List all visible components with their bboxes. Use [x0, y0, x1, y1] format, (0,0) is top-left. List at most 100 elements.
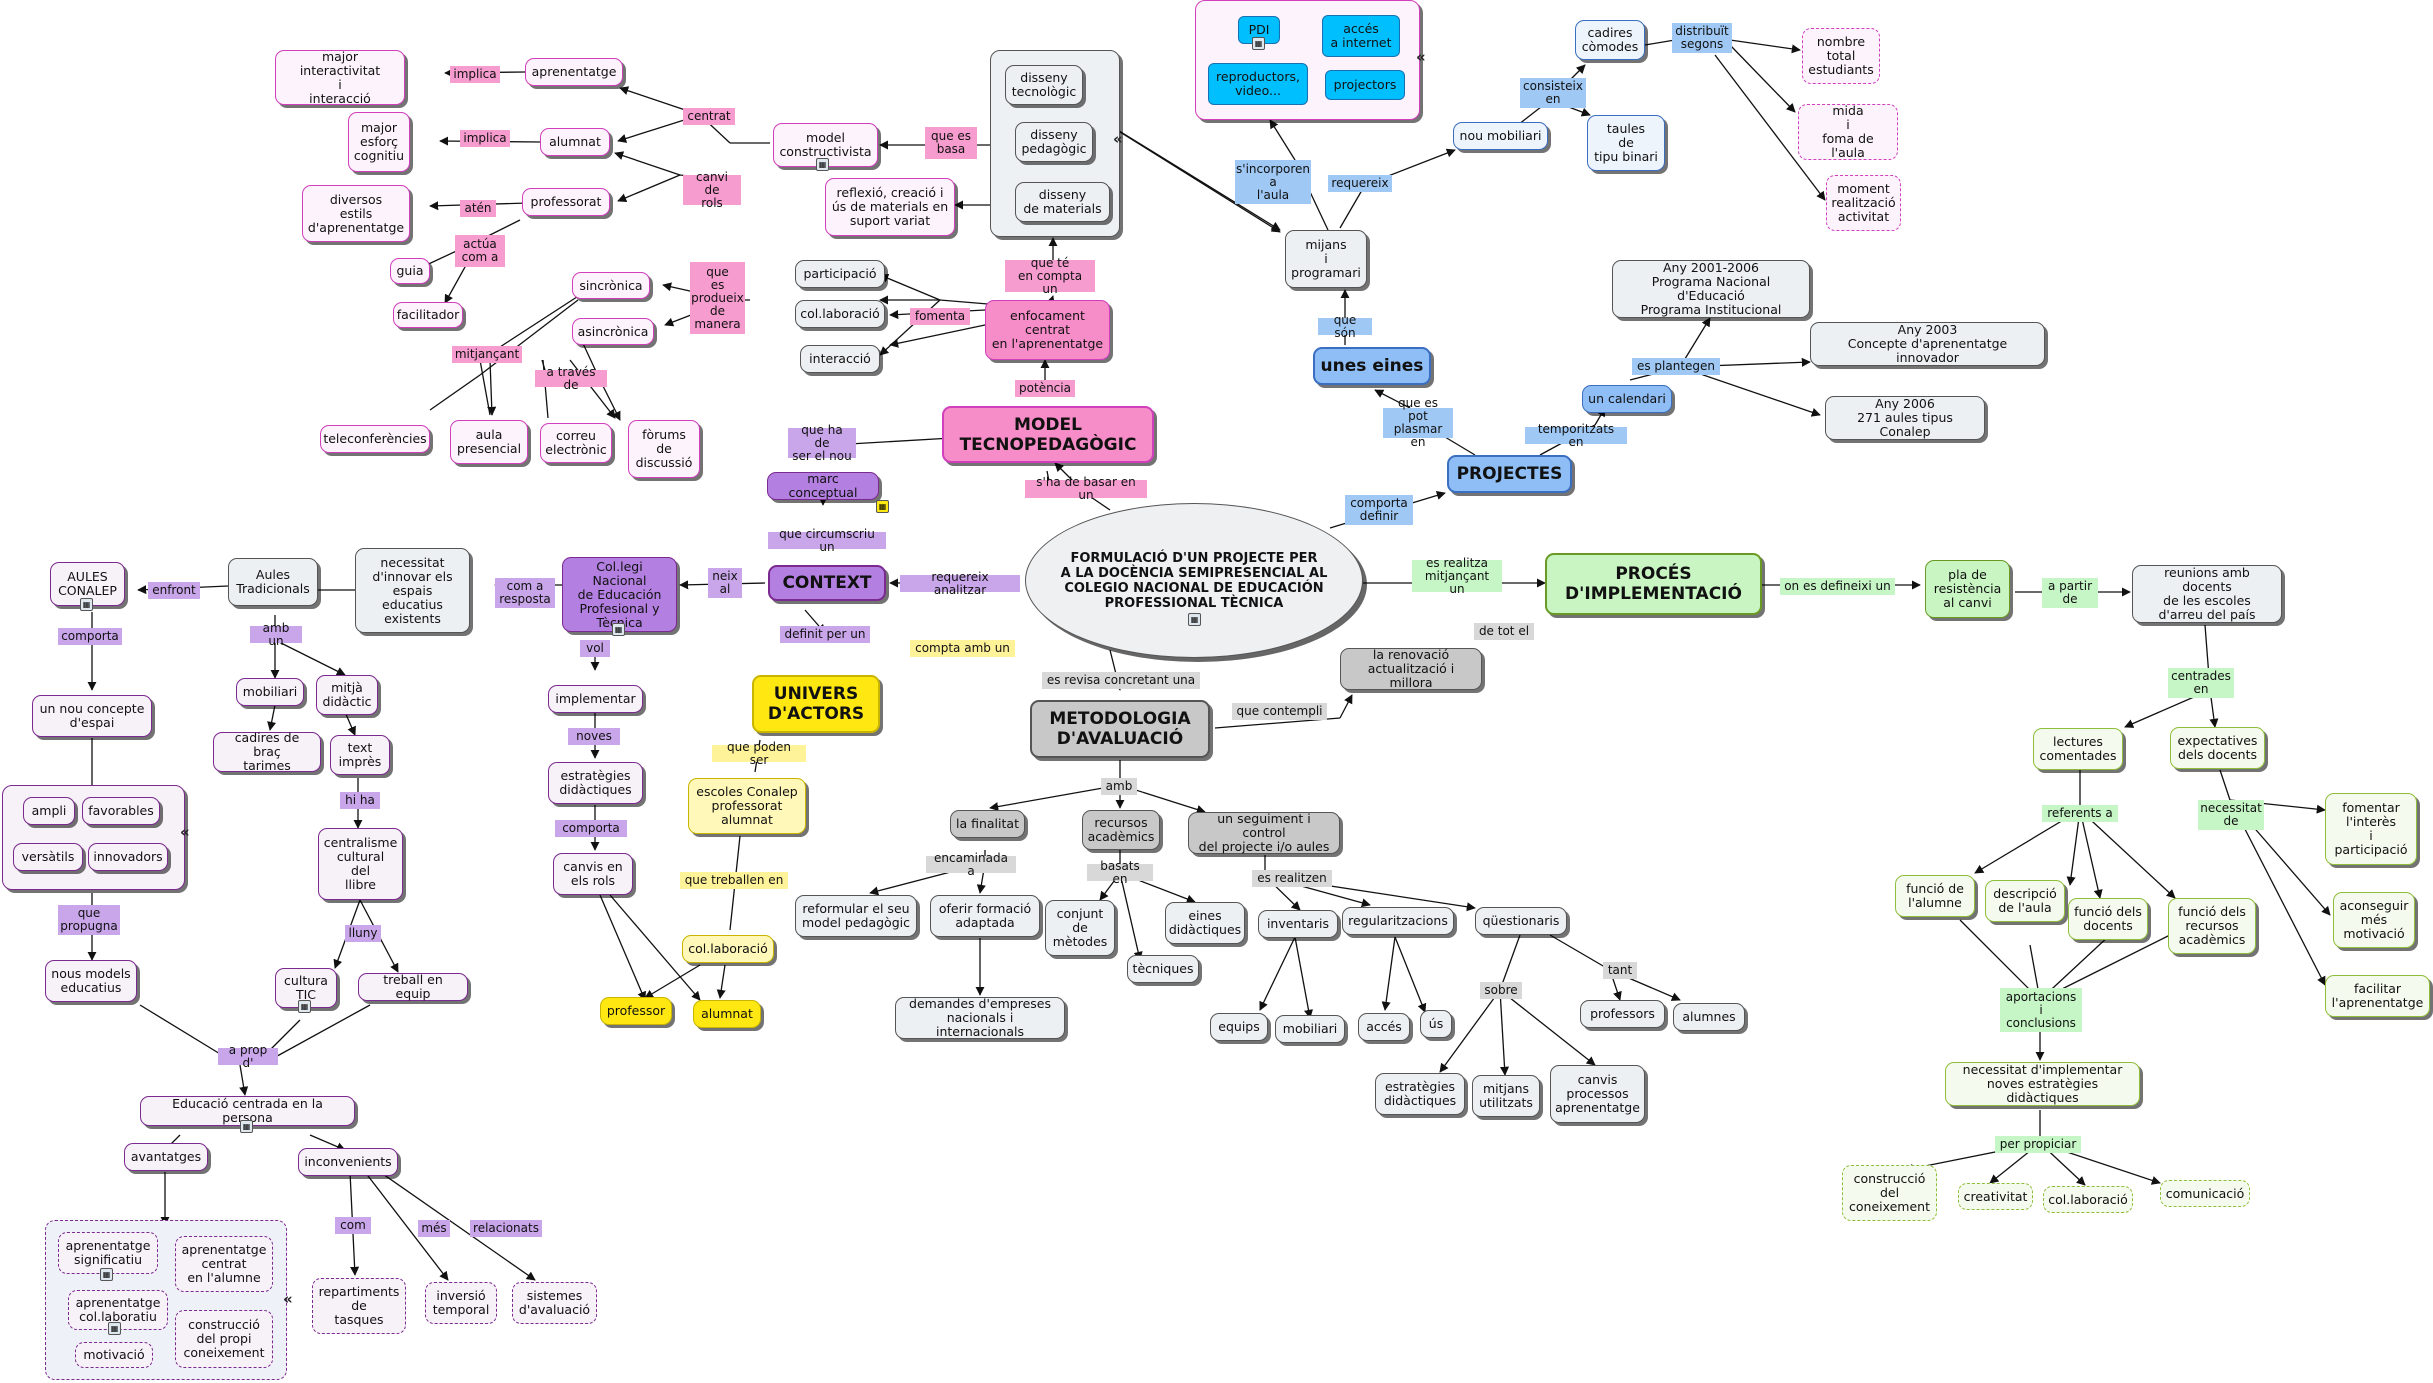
- colaboracio-node[interactable]: col.laboració: [795, 300, 885, 328]
- note-icon[interactable]: ▦: [108, 1322, 121, 1335]
- note-icon[interactable]: ▦: [816, 158, 829, 171]
- alumnat-node[interactable]: alumnat: [540, 128, 610, 156]
- oferir-node[interactable]: oferir formació adaptada: [930, 895, 1040, 937]
- note-icon[interactable]: ▦: [240, 1120, 253, 1133]
- creativitat-node[interactable]: creativitat: [1958, 1183, 2033, 1210]
- any-2006-node[interactable]: Any 2006 271 aules tipus Conalep: [1825, 396, 1985, 440]
- major-interactivitat-node[interactable]: major interactivitat i interacció: [275, 49, 405, 105]
- centralisme-node[interactable]: centralisme cultural del llibre: [318, 828, 403, 900]
- note-icon[interactable]: ▦: [612, 623, 625, 636]
- correu-node[interactable]: correu electrònic: [540, 423, 612, 463]
- professor-node[interactable]: professor: [600, 997, 672, 1025]
- any-2003-node[interactable]: Any 2003 Concepte d'aprenentatge innovad…: [1810, 322, 2045, 366]
- estrategies-avaluacio-node[interactable]: estratègies didàctiques: [1375, 1073, 1465, 1115]
- escoles-node[interactable]: escoles Conalep professorat alumnat: [688, 778, 806, 834]
- enfocament-node[interactable]: enfocament centrat en l'aprenentatge: [985, 300, 1110, 360]
- guia-node[interactable]: guia: [390, 258, 430, 284]
- inconvenients-node[interactable]: inconvenients: [298, 1148, 398, 1176]
- versatils-node[interactable]: versàtils: [13, 843, 83, 871]
- reproductors-node[interactable]: reproductors, video...: [1208, 63, 1308, 105]
- model-constructivista-node[interactable]: model constructivista: [773, 123, 878, 167]
- univers-actors-node[interactable]: UNIVERS D'ACTORS: [752, 675, 880, 733]
- funcio-recursos-node[interactable]: funció dels recursos acadèmics: [2168, 898, 2256, 954]
- repartiments-node[interactable]: repartiments de tasques: [312, 1278, 406, 1334]
- descripcio-aula-node[interactable]: descripció de l'aula: [1985, 880, 2065, 922]
- projectors-node[interactable]: projectors: [1325, 70, 1405, 100]
- note-icon[interactable]: ▦: [1252, 37, 1265, 50]
- collapse-arrows-icon[interactable]: «: [1113, 130, 1123, 148]
- aula-presencial-node[interactable]: aula presencial: [450, 420, 528, 464]
- apr-centrat-node[interactable]: aprenentatge centrat en l'alumne: [175, 1236, 273, 1292]
- note-icon[interactable]: ▦: [100, 1268, 113, 1281]
- acces-internet-node[interactable]: accés a internet: [1322, 15, 1400, 57]
- tecniques-node[interactable]: tècniques: [1127, 955, 1199, 983]
- canvis-processos-node[interactable]: canvis processos aprenentatge: [1550, 1065, 1645, 1123]
- canvis-rols-node[interactable]: canvis en els rols: [553, 853, 633, 895]
- facilitar-node[interactable]: facilitar l'aprenentatge: [2325, 975, 2430, 1017]
- funcio-alumne-node[interactable]: funció de l'alumne: [1895, 875, 1975, 917]
- implementar-node[interactable]: implementar: [548, 685, 643, 713]
- sistemes-node[interactable]: sistemes d'avaluació: [512, 1282, 597, 1324]
- forums-node[interactable]: fòrums de discussió: [628, 420, 700, 478]
- calendari-node[interactable]: un calendari: [1582, 385, 1672, 413]
- construccio-propi-node[interactable]: construcció del propi coneixement: [175, 1310, 273, 1368]
- note-icon[interactable]: ▦: [1188, 613, 1201, 626]
- mitjans-utilitzats-node[interactable]: mitjans utilitzats: [1472, 1075, 1540, 1117]
- necessitat-innovar-node[interactable]: necessitat d'innovar els espais educatiu…: [355, 548, 470, 633]
- disseny-tecnologic-node[interactable]: disseny tecnològic: [1005, 65, 1083, 105]
- unes-eines-node[interactable]: unes eines: [1313, 347, 1431, 385]
- mitja-didactic-node[interactable]: mitjà didàctic: [316, 675, 378, 715]
- us-node[interactable]: ús: [1420, 1010, 1452, 1038]
- aprenentatge-node[interactable]: aprenentatge: [525, 58, 623, 86]
- eines-didactiques-node[interactable]: eines didàctiques: [1165, 902, 1245, 944]
- professorat-node[interactable]: professorat: [522, 188, 610, 216]
- diversos-estils-node[interactable]: diversos estils d'aprenentatge: [302, 185, 410, 242]
- proces-implementacio-node[interactable]: PROCÉS D'IMPLEMENTACIÓ: [1545, 553, 1762, 615]
- equips-node[interactable]: equips: [1210, 1013, 1268, 1041]
- acces-node[interactable]: accés: [1358, 1013, 1410, 1041]
- note-icon[interactable]: ▦: [80, 598, 93, 611]
- participacio-node[interactable]: participació: [795, 260, 885, 288]
- disseny-materials-node[interactable]: disseny de materials: [1015, 182, 1110, 222]
- reflexio-node[interactable]: reflexió, creació i ús de materials en s…: [825, 178, 955, 236]
- colegi-nacional-node[interactable]: Col.legi Nacional de Educación Profesion…: [562, 557, 677, 632]
- seguiment-node[interactable]: un seguiment i control del projecte i/o …: [1188, 812, 1340, 854]
- renovacio-node[interactable]: la renovació actualització i millora: [1340, 648, 1482, 690]
- mida-node[interactable]: mida i foma de l'aula: [1798, 104, 1898, 160]
- note-icon[interactable]: ▦: [298, 1000, 311, 1013]
- nombre-estudiants-node[interactable]: nombre total estudiants: [1802, 28, 1880, 84]
- finalitat-node[interactable]: la finalitat: [950, 810, 1025, 838]
- collapse-arrows-icon[interactable]: «: [1416, 48, 1426, 66]
- collapse-arrows-icon[interactable]: «: [283, 1290, 293, 1308]
- aules-tradicionals-node[interactable]: Aules Tradicionals: [228, 558, 318, 606]
- sincronica-node[interactable]: sincrònica: [572, 272, 650, 299]
- central-topic[interactable]: FORMULACIÓ D'UN PROJECTE PER A LA DOCÈNC…: [1025, 503, 1363, 658]
- mijans-programari-node[interactable]: mijans i programari: [1285, 230, 1367, 288]
- funcio-docents-node[interactable]: funció dels docents: [2068, 898, 2148, 940]
- interaccio-node[interactable]: interacció: [800, 345, 880, 373]
- pdi-node[interactable]: PDI: [1238, 16, 1280, 44]
- colaboracio-proces-node[interactable]: col.laboració: [2043, 1186, 2133, 1213]
- major-esforc-node[interactable]: major esforç cognitiu: [348, 112, 410, 172]
- projectes-node[interactable]: PROJECTES: [1447, 455, 1572, 493]
- inventaris-node[interactable]: inventaris: [1258, 910, 1338, 938]
- asincronica-node[interactable]: asincrònica: [572, 318, 654, 345]
- any-2001-node[interactable]: Any 2001-2006 Programa Nacional d'Educac…: [1612, 260, 1810, 318]
- facilitador-node[interactable]: facilitador: [393, 302, 463, 328]
- mobiliari-avaluacio-node[interactable]: mobiliari: [1275, 1015, 1345, 1043]
- marc-conceptual-node[interactable]: marc conceptual: [767, 472, 879, 500]
- cadires-comodes-node[interactable]: cadires còmodes: [1575, 20, 1645, 60]
- alumnes-node[interactable]: alumnes: [1673, 1003, 1745, 1031]
- construccio-coneixement-node[interactable]: construcció del coneixement: [1842, 1165, 1937, 1221]
- estrategies-node[interactable]: estratègies didàctiques: [548, 762, 643, 804]
- reformular-node[interactable]: reformular el seu model pedagògic: [795, 895, 917, 937]
- pla-resistencia-node[interactable]: pla de resistència al canvi: [1925, 560, 2010, 618]
- questionaris-node[interactable]: qüestionaris: [1475, 907, 1567, 935]
- metodologia-node[interactable]: METODOLOGIA D'AVALUACIÓ: [1030, 700, 1210, 758]
- motivacio-node[interactable]: motivació: [75, 1342, 153, 1368]
- model-tecnopedagogic-node[interactable]: MODEL TECNOPEDAGÒGIC: [942, 406, 1154, 463]
- demandes-node[interactable]: demandes d'empreses nacionals i internac…: [895, 997, 1065, 1039]
- nous-models-node[interactable]: nous models educatius: [45, 960, 137, 1002]
- regularitzacions-node[interactable]: regularitzacions: [1342, 907, 1454, 935]
- conjunt-metodes-node[interactable]: conjunt de mètodes: [1045, 900, 1115, 956]
